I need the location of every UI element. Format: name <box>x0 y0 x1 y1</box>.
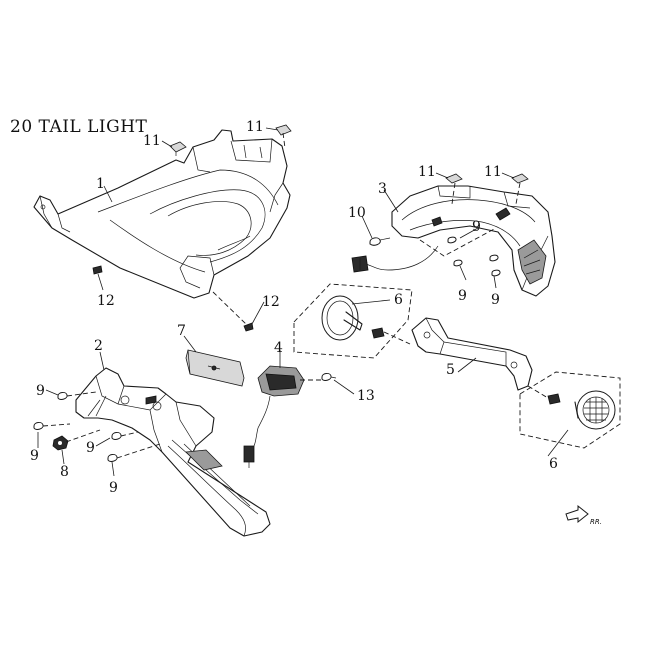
callout-3: 3 <box>378 181 387 197</box>
callout-7: 7 <box>177 323 186 339</box>
callout-11-a: 11 <box>143 133 161 149</box>
clip-11-right-top <box>275 124 292 136</box>
callout-12-b: 12 <box>262 294 280 310</box>
callout-8: 8 <box>60 464 69 480</box>
nut-8 <box>52 435 69 451</box>
part-6-lower-lamp-assembly <box>519 371 621 449</box>
callout-1: 1 <box>96 176 105 192</box>
screw-9-housing-c <box>489 254 499 262</box>
part-2-license-plate-holder <box>75 367 271 537</box>
callout-9-e: 9 <box>472 219 481 235</box>
part-3-tail-light-housing <box>351 185 556 297</box>
part-7-reflector <box>185 349 245 387</box>
screw-12-right <box>243 322 254 332</box>
part-4-license-lamp <box>243 365 322 468</box>
part-5-bracket <box>411 317 533 391</box>
direction-arrow-icon: RR. <box>565 504 602 526</box>
screw-12-left <box>92 265 103 275</box>
callout-5: 5 <box>446 362 455 378</box>
callout-12-a: 12 <box>97 293 115 309</box>
dash-line-nut-8 <box>65 429 101 443</box>
dash-line-11-housing-right <box>515 182 521 205</box>
screw-9-holder-a <box>57 391 97 400</box>
clip-11-housing-right <box>511 173 529 184</box>
callout-9-b: 9 <box>30 448 39 464</box>
callout-9-f: 9 <box>458 288 467 304</box>
callout-6-upper: 6 <box>394 292 403 308</box>
callout-2: 2 <box>94 338 103 354</box>
dash-line-housing-screws <box>419 227 497 257</box>
callout-11-b: 11 <box>246 119 264 135</box>
dash-line-11-right <box>282 132 286 149</box>
clip-11-left-top <box>169 141 187 156</box>
callout-4: 4 <box>274 340 283 356</box>
screw-9-housing-b <box>453 259 463 267</box>
screw-9-holder-d <box>107 443 161 462</box>
part-6-upper-lamp-assembly <box>293 283 413 359</box>
callout-10: 10 <box>348 205 366 221</box>
direction-label: RR. <box>590 518 602 526</box>
part-1-rear-undertray <box>33 129 291 299</box>
callout-9-c: 9 <box>86 440 95 456</box>
callout-11-d: 11 <box>484 164 502 180</box>
callout-11-c: 11 <box>418 164 436 180</box>
callout-6-lower: 6 <box>549 456 558 472</box>
clip-11-housing-left <box>445 173 463 184</box>
screw-10 <box>369 237 391 246</box>
callout-numbers: 1 2 3 4 5 6 6 7 8 9 9 9 9 9 9 9 10 11 11… <box>30 119 558 496</box>
screw-9-holder-b <box>33 422 71 430</box>
screw-9-housing-d <box>491 269 501 277</box>
screw-13 <box>321 373 337 381</box>
callout-9-g: 9 <box>491 292 500 308</box>
diagram-title: 20 TAIL LIGHT <box>10 117 148 137</box>
dash-line-11-housing-left <box>451 182 456 205</box>
dash-line-12-right <box>212 291 249 327</box>
leader-lines <box>37 127 569 477</box>
screw-9-housing-a <box>447 236 457 244</box>
callout-13: 13 <box>357 388 375 404</box>
callout-9-d: 9 <box>109 480 118 496</box>
screw-9-holder-c <box>111 431 139 440</box>
callout-9-a: 9 <box>36 383 45 399</box>
